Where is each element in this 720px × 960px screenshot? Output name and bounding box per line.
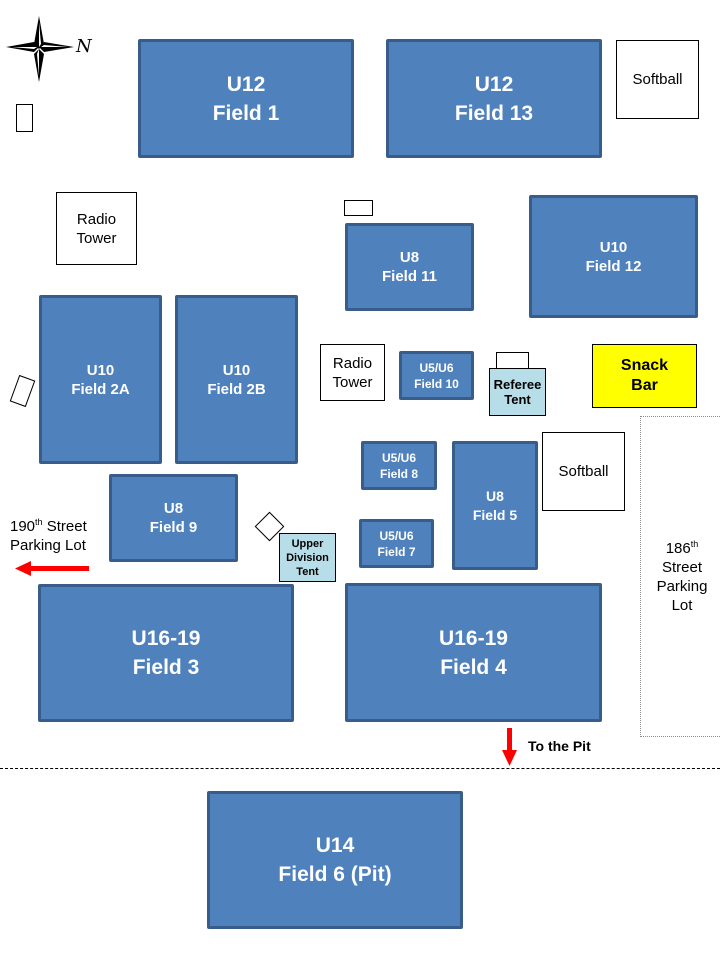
snack-bar[interactable]: Snack Bar xyxy=(592,344,697,408)
field-11-name: Field 11 xyxy=(381,268,438,285)
field-2a-age: U10 xyxy=(86,361,115,379)
field-7-name: Field 7 xyxy=(377,544,416,559)
north-label: N xyxy=(76,36,92,57)
parking-lot-186th-line4: Lot xyxy=(671,596,693,614)
to-the-pit-label: To the Pit xyxy=(528,738,591,754)
parking-lot-190th-line1: 190th Street xyxy=(10,517,87,536)
field-10-age: U5/U6 xyxy=(419,360,454,375)
softball-mid[interactable]: Softball xyxy=(542,432,625,511)
field-7[interactable]: U5/U6 Field 7 xyxy=(359,519,434,568)
parking-lot-186th-line1: 186th xyxy=(665,538,699,557)
field-7-age: U5/U6 xyxy=(379,528,414,543)
field-2b[interactable]: U10 Field 2B xyxy=(175,295,298,464)
field-4[interactable]: U16-19 Field 4 xyxy=(345,583,602,722)
snack-bar-line1: Snack xyxy=(620,357,669,374)
upper-division-tent-line3: Tent xyxy=(296,565,319,578)
field-3[interactable]: U16-19 Field 3 xyxy=(38,584,294,722)
field-12-name: Field 12 xyxy=(585,257,642,275)
softball-mid-label: Softball xyxy=(558,463,609,480)
field-2a-name: Field 2A xyxy=(71,380,130,398)
field-2a[interactable]: U10 Field 2A xyxy=(39,295,162,464)
field-8-age: U5/U6 xyxy=(381,450,416,465)
field-11-age: U8 xyxy=(399,249,420,266)
field-1-age: U12 xyxy=(226,72,266,96)
field-10-name: Field 10 xyxy=(414,376,459,391)
field-2b-name: Field 2B xyxy=(207,380,266,398)
upper-division-tent[interactable]: Upper Division Tent xyxy=(279,533,336,582)
parking-lot-190th-line2: Parking Lot xyxy=(10,537,86,554)
referee-tent-line1: Referee xyxy=(493,377,542,392)
field-4-name: Field 4 xyxy=(440,655,507,679)
field-5-name: Field 5 xyxy=(472,506,518,523)
west-arrow-icon xyxy=(15,561,91,577)
field-12-age: U10 xyxy=(599,238,628,256)
field-6-age: U14 xyxy=(315,834,355,857)
field-1-name: Field 1 xyxy=(212,101,280,125)
parking-lot-186th-line2: Street xyxy=(661,558,703,576)
small-structure xyxy=(16,104,33,132)
softball-top-label: Softball xyxy=(632,71,683,88)
radio-tower-center-line2: Tower xyxy=(332,373,373,391)
field-13-name: Field 13 xyxy=(454,101,534,125)
field-3-age: U16-19 xyxy=(131,627,201,650)
field-11[interactable]: U8 Field 11 xyxy=(345,223,474,311)
field-6-pit[interactable]: U14 Field 6 (Pit) xyxy=(207,791,463,929)
snack-bar-line2: Bar xyxy=(631,377,658,394)
radio-tower-left-line2: Tower xyxy=(76,229,117,247)
field-10[interactable]: U5/U6 Field 10 xyxy=(399,351,474,400)
small-structure xyxy=(9,374,36,408)
radio-tower-left-line1: Radio xyxy=(76,210,117,228)
field-9-name: Field 9 xyxy=(149,519,198,536)
referee-tent-annex xyxy=(496,352,529,369)
referee-tent[interactable]: Referee Tent xyxy=(489,368,546,416)
referee-tent-line2: Tent xyxy=(504,392,531,407)
parking-lot-190th-label: 190th Street Parking Lot xyxy=(10,517,100,555)
radio-tower-left[interactable]: Radio Tower xyxy=(56,192,137,265)
field-8[interactable]: U5/U6 Field 8 xyxy=(361,441,437,490)
field-5-age: U8 xyxy=(486,487,504,504)
field-13[interactable]: U12 Field 13 xyxy=(386,39,602,158)
parking-lot-186th-line3: Parking xyxy=(656,577,708,595)
parking-lot-186th[interactable]: 186th Street Parking Lot xyxy=(640,416,720,737)
south-arrow-icon xyxy=(502,728,518,766)
field-2b-age: U10 xyxy=(222,361,251,379)
field-13-age: U12 xyxy=(474,72,514,96)
field-3-name: Field 3 xyxy=(132,656,200,679)
compass-rose-icon xyxy=(4,14,74,84)
field-9-age: U8 xyxy=(163,500,184,517)
small-structure xyxy=(344,200,373,216)
field-9[interactable]: U8 Field 9 xyxy=(109,474,238,562)
field-12[interactable]: U10 Field 12 xyxy=(529,195,698,318)
radio-tower-center[interactable]: Radio Tower xyxy=(320,344,385,401)
upper-division-tent-line1: Upper xyxy=(291,537,324,550)
pit-boundary-line xyxy=(0,768,720,769)
field-6-name: Field 6 (Pit) xyxy=(278,863,392,886)
upper-division-tent-line2: Division xyxy=(286,551,329,564)
field-5[interactable]: U8 Field 5 xyxy=(452,441,538,570)
radio-tower-center-line1: Radio xyxy=(332,354,373,372)
softball-top[interactable]: Softball xyxy=(616,40,699,119)
field-8-name: Field 8 xyxy=(379,466,418,481)
field-4-age: U16-19 xyxy=(439,626,508,650)
field-1[interactable]: U12 Field 1 xyxy=(138,39,354,158)
